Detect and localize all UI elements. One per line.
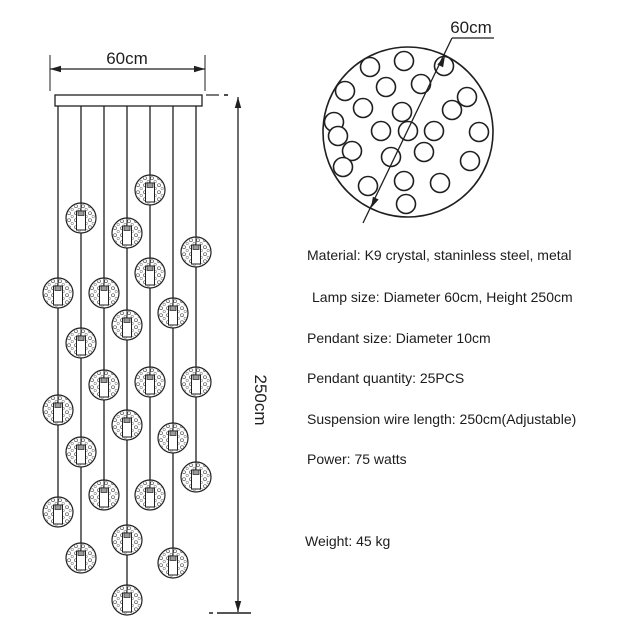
bulb-socket <box>100 377 108 383</box>
bulb-socket <box>192 244 200 250</box>
pendant-ball <box>88 479 120 511</box>
arrowhead-upper <box>437 56 445 68</box>
bulb-socket <box>169 555 177 561</box>
arrowhead-left <box>50 65 61 73</box>
diameter-line <box>362 37 453 224</box>
pendant-ball <box>111 217 143 249</box>
pendant-ball <box>88 277 120 309</box>
top-diameter-label: 60cm <box>450 18 492 37</box>
pendant-ball <box>42 496 74 528</box>
height-dimension: 250cm <box>206 94 270 614</box>
pendant-ball <box>111 584 143 616</box>
pendant-top-circle <box>391 101 413 123</box>
pendant-ball <box>65 202 97 234</box>
bulb-socket <box>192 374 200 380</box>
bulb-socket <box>169 305 177 311</box>
bulb-socket <box>123 532 131 538</box>
pendant-ball <box>134 366 166 398</box>
pendant-top-circle <box>375 76 397 98</box>
pendant-ball <box>180 366 212 398</box>
bulb-socket <box>77 335 85 341</box>
pendant-ball <box>65 327 97 359</box>
pendant-top-circle <box>397 120 419 142</box>
pendant-ball <box>111 524 143 556</box>
ceiling-plate <box>54 94 203 107</box>
pendant-top-circle <box>441 99 463 121</box>
pendant-ball <box>88 369 120 401</box>
pendant-top-circle <box>357 175 379 197</box>
bulb-socket <box>100 487 108 493</box>
pendant-top-circle <box>370 120 392 142</box>
pendant-top-circle <box>341 140 363 162</box>
pendant-ball <box>157 547 189 579</box>
bulb-socket <box>123 225 131 231</box>
pendant-ball <box>157 422 189 454</box>
front-view: 60cm 250cm <box>42 49 270 616</box>
front-height-label: 250cm <box>251 374 270 425</box>
pendant-ball <box>42 394 74 426</box>
pendant-top-circle <box>380 146 402 168</box>
pendant-ball <box>134 257 166 289</box>
pendant-top-circle <box>332 156 354 178</box>
pendant-ball <box>134 174 166 206</box>
arrowhead-right <box>194 65 205 73</box>
pendant-ball <box>111 409 143 441</box>
bulb-socket <box>77 550 85 556</box>
bulb-socket <box>123 317 131 323</box>
pendant-top-circle <box>433 55 455 77</box>
pendant-top-circle <box>459 150 481 172</box>
bulb-socket <box>54 285 62 291</box>
bulb-socket <box>146 374 154 380</box>
pendant-top-circle <box>413 141 435 163</box>
bulb-socket <box>192 469 200 475</box>
pendant-top-circle <box>429 172 451 194</box>
pendant-ball <box>180 461 212 493</box>
bulb-socket <box>146 182 154 188</box>
pendant-top-circle <box>468 121 490 143</box>
pendant-top-circle <box>352 97 374 119</box>
pendant-top-circle <box>423 120 445 142</box>
bulb-socket <box>77 444 85 450</box>
pendant-top-circle <box>334 80 356 102</box>
bulb-socket <box>123 592 131 598</box>
pendant-ball <box>42 277 74 309</box>
pendant-top-circle <box>410 73 432 95</box>
pendant-ball <box>180 236 212 268</box>
pendant-top-circle <box>395 193 417 215</box>
bulb-socket <box>123 417 131 423</box>
bulb-socket <box>146 487 154 493</box>
pendant-ball <box>157 297 189 329</box>
pendant-top-circle <box>327 125 349 147</box>
pendant-top-circle <box>456 86 478 108</box>
pendant-ball <box>134 479 166 511</box>
arrowhead-bottom <box>234 601 242 612</box>
pendant-ball <box>65 436 97 468</box>
bulb-socket <box>77 210 85 216</box>
pendant-top-circle <box>359 56 381 78</box>
pendant-ball <box>111 309 143 341</box>
arrowhead-top <box>234 97 242 108</box>
pendant-top-circle <box>393 170 415 192</box>
width-dimension: 60cm <box>49 49 206 91</box>
bulb-socket <box>100 285 108 291</box>
bulb-socket <box>54 504 62 510</box>
arrowhead-lower <box>371 196 379 208</box>
bulb-socket <box>146 265 154 271</box>
pendant-top-circle <box>393 50 415 72</box>
top-view: 60cm <box>322 18 494 224</box>
pendant-ball <box>65 542 97 574</box>
front-width-label: 60cm <box>106 49 148 68</box>
bulb-socket <box>54 402 62 408</box>
pendant-balls <box>42 174 212 616</box>
bulb-socket <box>169 430 177 436</box>
